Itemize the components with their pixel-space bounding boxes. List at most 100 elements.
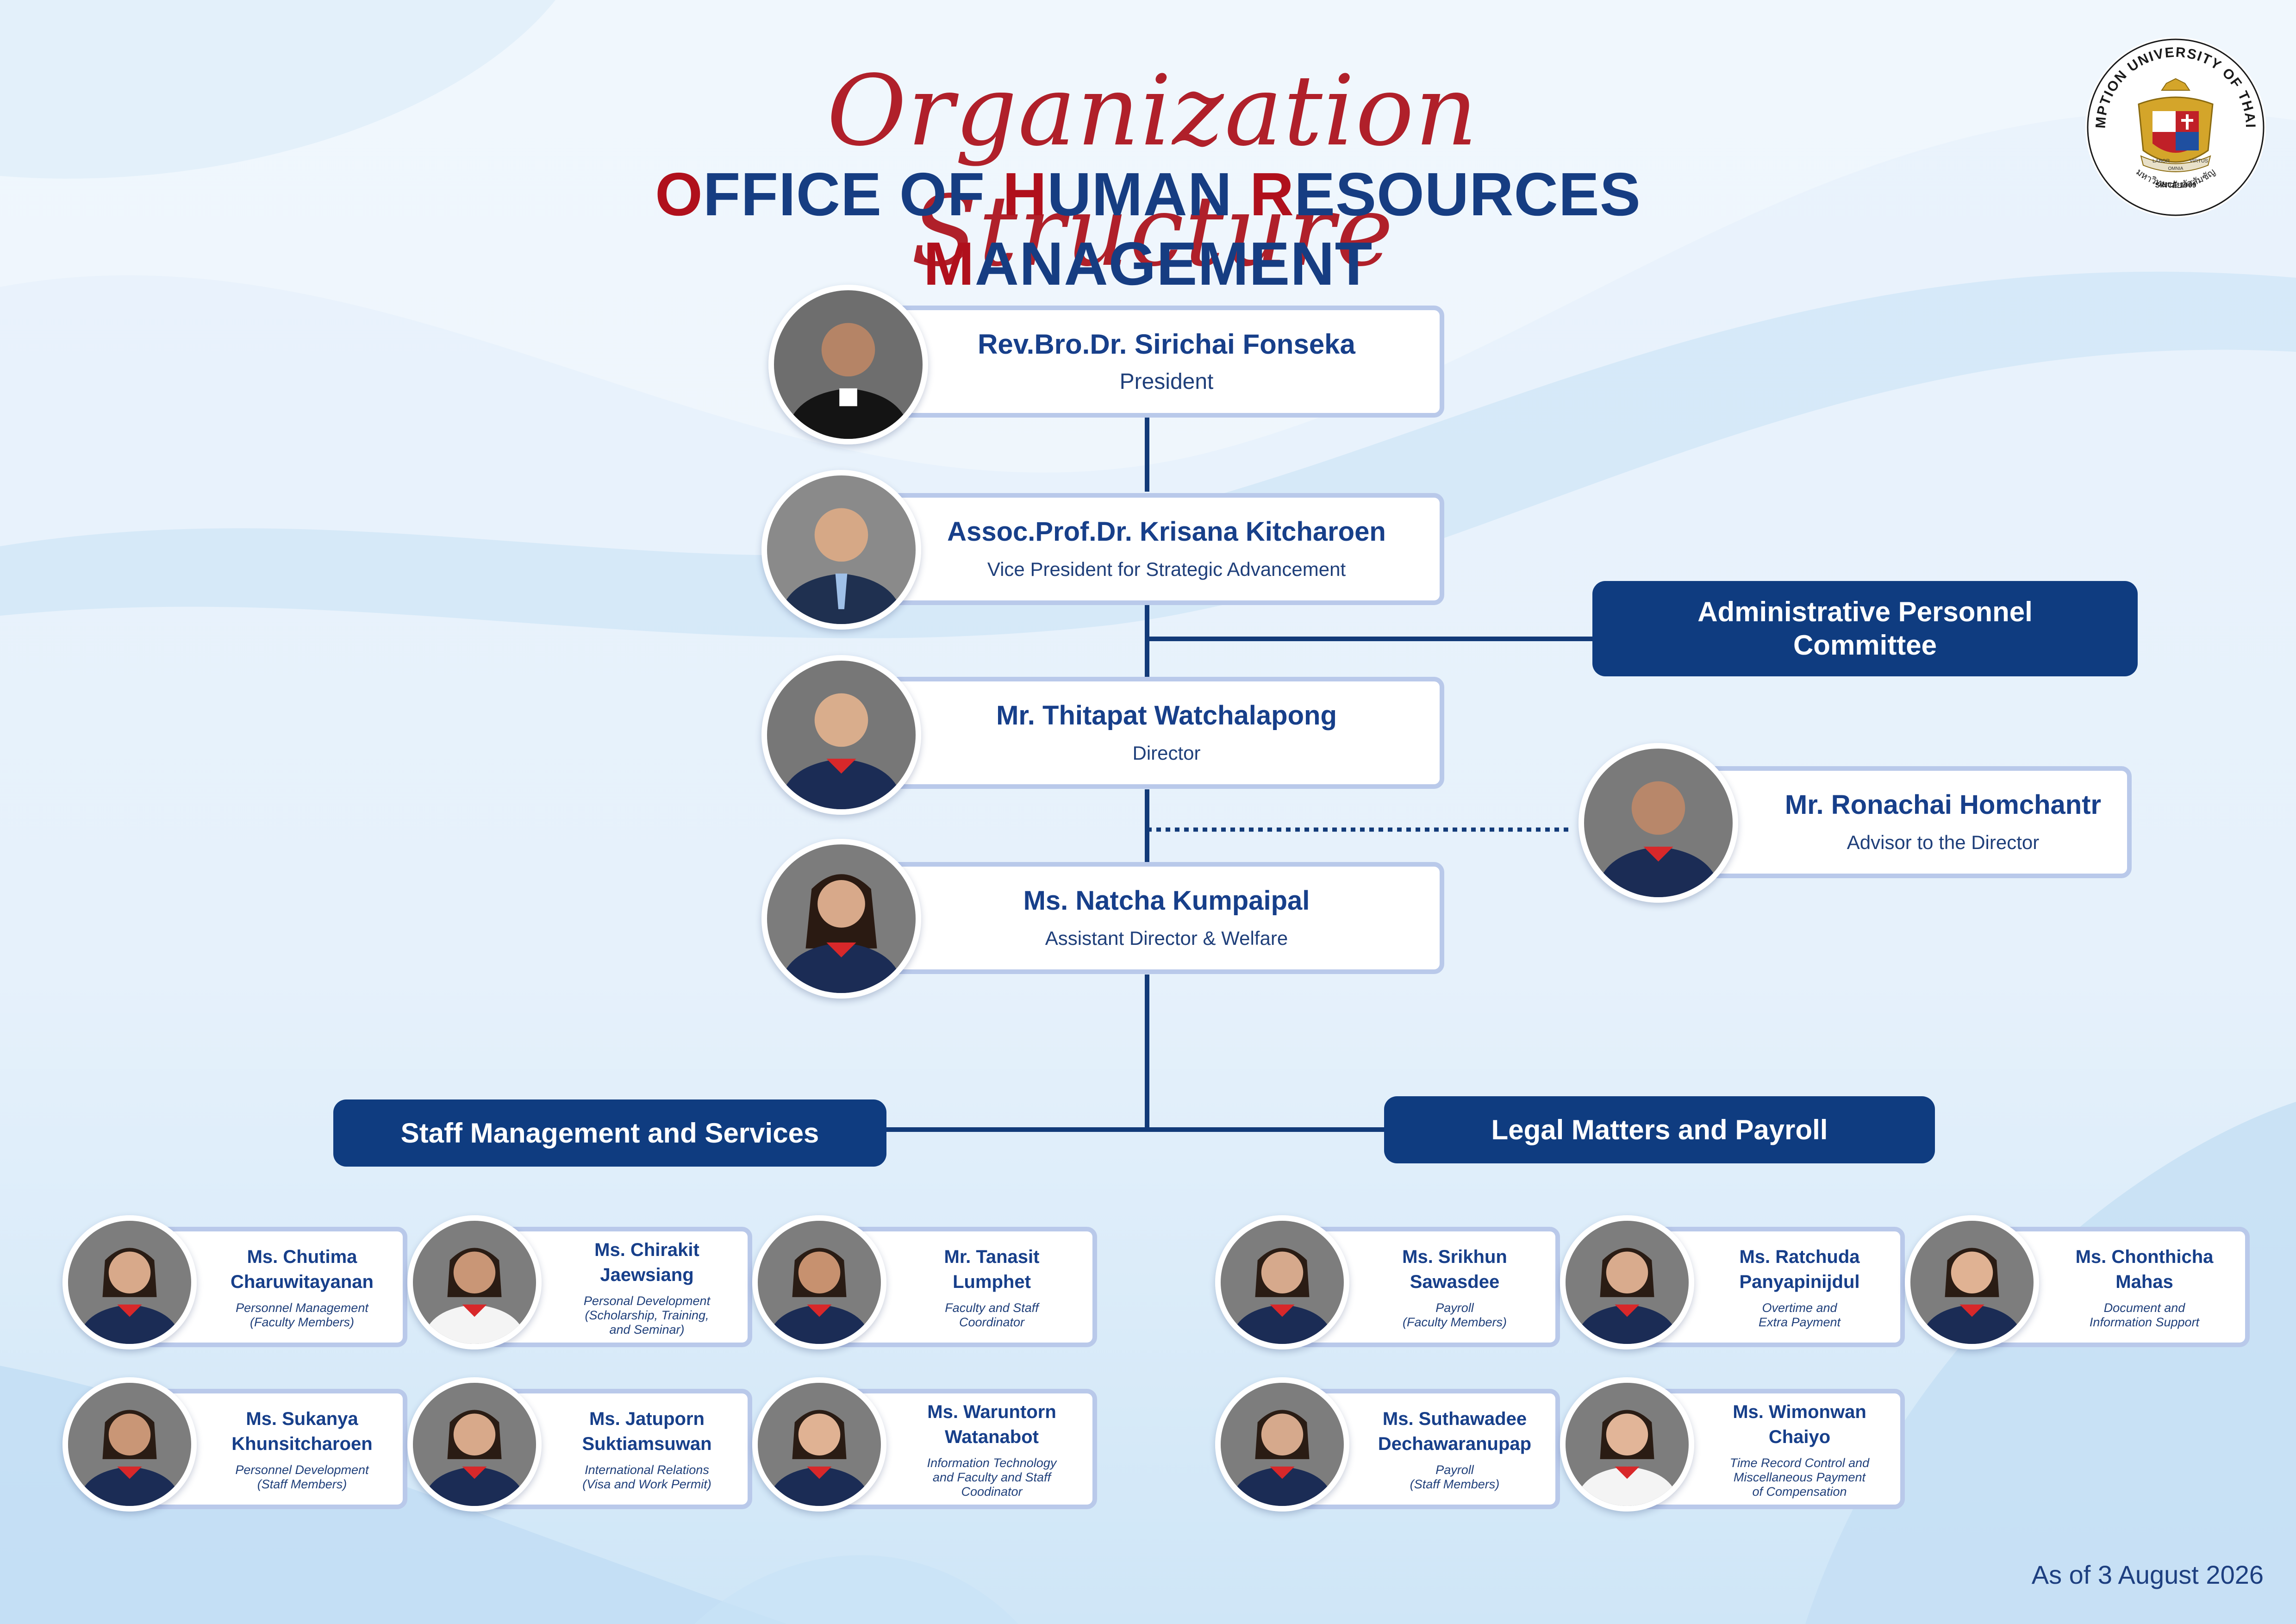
- staff-name-line2: Panyapinijdul: [1739, 1272, 1860, 1292]
- staff-role-line: Time Record Control and: [1729, 1455, 1870, 1470]
- staff-role-line: Information Support: [2089, 1315, 2200, 1329]
- staff-role-line: of Compensation: [1752, 1484, 1847, 1499]
- staff-role-line: Document and: [2103, 1301, 2185, 1315]
- title-part: UMAN: [1047, 160, 1250, 228]
- staff-role-line: (Staff Members): [1410, 1477, 1500, 1491]
- staff-name-line1: Ms. Chutima: [247, 1247, 357, 1267]
- staff-name-line1: Ms. Chonthicha: [2075, 1247, 2214, 1267]
- staff-name-line1: Ms. Chirakit: [594, 1239, 699, 1260]
- title-part: FFICE OF: [703, 160, 1003, 228]
- staff-role-line: Coodinator: [961, 1484, 1023, 1499]
- staff-name-line1: Ms. Sukanya: [246, 1409, 358, 1429]
- staff-photo: [1215, 1215, 1349, 1349]
- staff-role-line: Overtime and: [1762, 1301, 1837, 1315]
- assistant-director-photo: [761, 839, 921, 999]
- staff-role-line: and Faculty and Staff: [932, 1470, 1051, 1484]
- person-role: Advisor to the Director: [1847, 831, 2040, 853]
- staff-role: Payroll(Faculty Members): [1354, 1301, 1555, 1330]
- staff-name-line2: Sawasdee: [1410, 1272, 1500, 1292]
- title-part: M: [923, 230, 975, 298]
- person-name: Rev.Bro.Dr. Sirichai Fonseka: [978, 329, 1355, 360]
- advisor-photo: [1578, 743, 1738, 903]
- main-title: OFFICE OF HUMAN RESOURCES MANAGEMENT: [444, 160, 1852, 298]
- staff-photo: [1560, 1377, 1694, 1512]
- staff-name-line2: Khunsitcharoen: [231, 1434, 373, 1454]
- person-role: Vice President for Strategic Advancement: [987, 558, 1346, 580]
- advisor-card: Mr. Ronachai Homchantr Advisor to the Di…: [1703, 766, 2132, 878]
- staff-name-line1: Ms. Waruntorn: [927, 1401, 1056, 1422]
- staff-role-line: (Faculty Members): [250, 1315, 355, 1329]
- staff-name-line1: Ms. Jatuporn: [589, 1409, 705, 1429]
- assistant-director-card: Ms. Natcha Kumpaipal Assistant Director …: [889, 862, 1444, 974]
- staff-name-line1: Ms. Wimonwan: [1733, 1401, 1866, 1422]
- committee-line2: Committee: [1793, 630, 1937, 661]
- staff-role-line: Payroll: [1435, 1301, 1474, 1315]
- staff-role-line: International Relations: [585, 1463, 709, 1477]
- staff-name-line1: Mr. Tanasit: [944, 1247, 1040, 1267]
- staff-name-line2: Lumphet: [953, 1272, 1031, 1292]
- administrative-personnel-committee: Administrative Personnel Committee: [1592, 581, 2138, 676]
- staff-role-line: Personnel Management: [236, 1301, 368, 1315]
- vice-president-card: Assoc.Prof.Dr. Krisana Kitcharoen Vice P…: [889, 493, 1444, 605]
- staff-photo: [62, 1377, 197, 1512]
- title-part: ESOURCES: [1294, 160, 1641, 228]
- svg-text:OMNIA: OMNIA: [2168, 166, 2184, 171]
- person-name: Mr. Ronachai Homchantr: [1784, 790, 2102, 820]
- staff-role-line: Faculty and Staff: [945, 1301, 1039, 1315]
- person-name: Assoc.Prof.Dr. Krisana Kitcharoen: [947, 517, 1386, 547]
- staff-photo: [1215, 1377, 1349, 1512]
- staff-role-line: Personal Development: [583, 1293, 711, 1308]
- staff-role: Personnel Development(Staff Members): [201, 1463, 403, 1492]
- staff-role-line: (Scholarship, Training,: [585, 1308, 709, 1322]
- staff-name-line2: Mahas: [2115, 1272, 2173, 1292]
- staff-name-line2: Suktiamsuwan: [582, 1434, 712, 1454]
- svg-text:SINCE 1969: SINCE 1969: [2155, 181, 2196, 189]
- director-photo: [761, 655, 921, 815]
- staff-photo: [752, 1215, 886, 1349]
- person-name: Mr. Thitapat Watchalapong: [996, 700, 1337, 731]
- staff-role-line: Coordinator: [959, 1315, 1025, 1329]
- president-card: Rev.Bro.Dr. Sirichai Fonseka President: [889, 306, 1444, 418]
- staff-role: Personal Development(Scholarship, Traini…: [546, 1294, 748, 1337]
- staff-name-line2: Watanabot: [945, 1426, 1039, 1447]
- title-part: R: [1249, 160, 1295, 228]
- staff-role: Personnel Management(Faculty Members): [201, 1301, 403, 1330]
- staff-name-line1: Ms. Srikhun: [1402, 1247, 1507, 1267]
- staff-photo: [62, 1215, 197, 1349]
- staff-role-line: (Faculty Members): [1402, 1315, 1507, 1329]
- staff-role-line: and Seminar): [609, 1322, 685, 1337]
- staff-photo: [407, 1215, 542, 1349]
- staff-role-line: (Staff Members): [257, 1477, 347, 1491]
- staff-name-line2: Jaewsiang: [600, 1264, 694, 1285]
- staff-role-line: Miscellaneous Payment: [1733, 1470, 1866, 1484]
- university-seal-logo: ASSUMPTION UNIVERSITY OF THAILAND มหาวิท…: [2083, 35, 2266, 218]
- staff-name-line2: Dechawaranupap: [1378, 1434, 1532, 1454]
- staff-name-line2: Chaiyo: [1768, 1426, 1831, 1447]
- person-name: Ms. Natcha Kumpaipal: [1023, 886, 1310, 916]
- staff-name-line2: Charuwitayanan: [231, 1272, 374, 1292]
- as-of-date: As of 3 August 2026: [2031, 1560, 2264, 1589]
- staff-role-line: Payroll: [1435, 1463, 1474, 1477]
- svg-text:VIRTUS: VIRTUS: [2190, 158, 2208, 164]
- title-part: ANAGEMENT: [974, 230, 1373, 298]
- staff-role: Payroll(Staff Members): [1354, 1463, 1555, 1492]
- staff-role-line: Personnel Development: [235, 1463, 369, 1477]
- svg-text:LABOR: LABOR: [2152, 158, 2170, 164]
- staff-photo: [1560, 1215, 1694, 1349]
- vice-president-photo: [761, 470, 921, 630]
- person-role: President: [1119, 369, 1214, 394]
- staff-photo: [1905, 1215, 2039, 1349]
- director-card: Mr. Thitapat Watchalapong Director: [889, 677, 1444, 789]
- unit-legal-payroll: Legal Matters and Payroll: [1384, 1096, 1935, 1163]
- script-title: Organization Structure: [827, 54, 1479, 288]
- staff-role-line: Information Technology: [927, 1455, 1057, 1470]
